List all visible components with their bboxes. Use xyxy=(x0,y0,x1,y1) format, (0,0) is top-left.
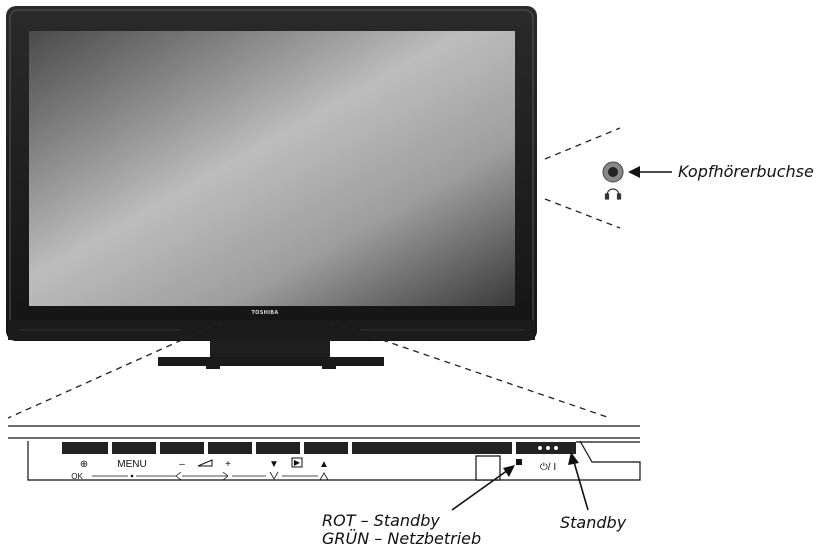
speaker-grille xyxy=(8,320,535,340)
zoom-lines-side xyxy=(544,127,621,229)
power-button-label: ⏻/ I xyxy=(540,462,556,473)
zoom-lines-bottom xyxy=(7,321,611,419)
control-panel: ⊕ OK MENU – + ▼ ▶ ▲ ⏻/ I xyxy=(8,425,641,481)
standby-callout-arrow xyxy=(568,452,589,511)
source-icon: ▶ xyxy=(291,457,303,468)
led-callout-arrow xyxy=(451,465,515,511)
headphone-jack-label: Kopfhörerbuchse xyxy=(678,162,814,181)
channel-up-label: ▲ xyxy=(319,459,329,470)
tv-stand-base xyxy=(158,357,384,366)
led-red-label: ROT – Standby xyxy=(322,511,440,530)
ok-label: OK xyxy=(71,472,83,481)
svg-text:▶: ▶ xyxy=(294,458,301,467)
tv-set: TOSHIBA xyxy=(6,6,537,369)
led-indicator xyxy=(516,459,522,465)
volume-icon xyxy=(197,459,213,467)
led-green-label: GRÜN – Netzbetrieb xyxy=(322,529,482,548)
channel-down-label: ▼ xyxy=(269,459,279,470)
volume-down-label: – xyxy=(179,459,185,470)
button-strip xyxy=(62,442,576,454)
headphone-icon xyxy=(604,188,622,200)
tv-screen xyxy=(29,31,515,306)
input-button-label: ⊕ xyxy=(80,459,88,470)
menu-button-label: MENU xyxy=(117,459,146,470)
brand-logo: TOSHIBA xyxy=(251,310,278,316)
headphone-jack xyxy=(602,161,672,200)
tv-stand-neck xyxy=(210,340,330,358)
volume-up-label: + xyxy=(225,459,231,470)
standby-label: Standby xyxy=(560,513,627,532)
